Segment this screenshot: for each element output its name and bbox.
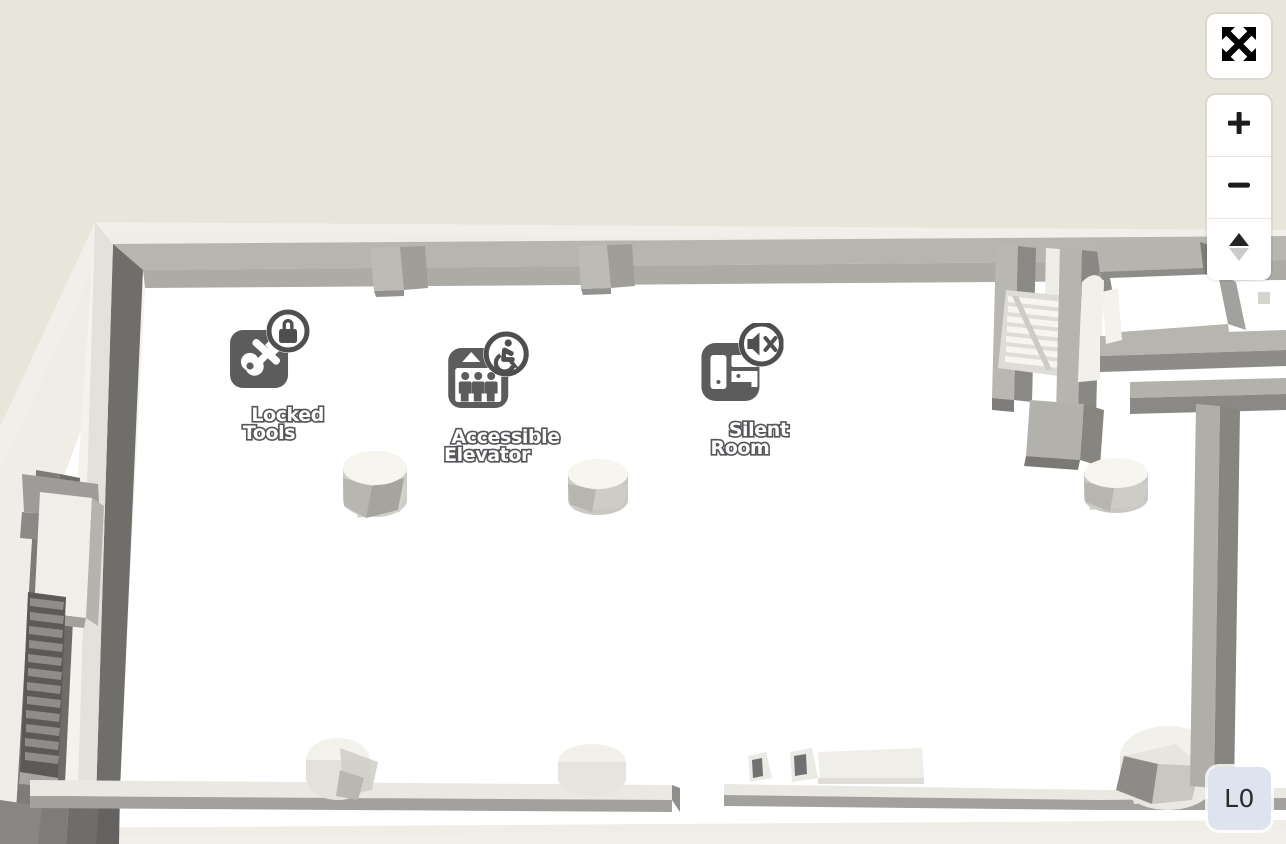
room-device-icon	[697, 321, 784, 409]
minus-icon	[1225, 171, 1253, 204]
elevator-icon	[444, 330, 530, 416]
compass-button[interactable]	[1207, 218, 1271, 280]
level-selector-button[interactable]: L0	[1208, 767, 1271, 830]
marker-label: Silent Room	[709, 419, 791, 459]
map-marker-accessible-elevator[interactable]: Accessible Elevator	[414, 330, 562, 482]
map-marker-locked-tools[interactable]: Locked Tools	[214, 308, 326, 460]
zoom-control-group	[1207, 95, 1271, 280]
marker-label: Accessible Elevator	[442, 426, 561, 466]
fullscreen-button[interactable]	[1207, 14, 1271, 78]
zoom-out-button[interactable]	[1207, 156, 1271, 218]
level-label: L0	[1224, 784, 1255, 813]
fullscreen-expand-icon	[1220, 25, 1258, 68]
map-marker-silent-room[interactable]: Silent Room	[691, 321, 791, 475]
marker-label: Locked Tools	[241, 404, 326, 444]
tools-lock-icon	[226, 308, 312, 394]
compass-north-icon	[1226, 231, 1252, 268]
zoom-in-button[interactable]	[1207, 95, 1271, 156]
plus-icon	[1225, 109, 1253, 142]
